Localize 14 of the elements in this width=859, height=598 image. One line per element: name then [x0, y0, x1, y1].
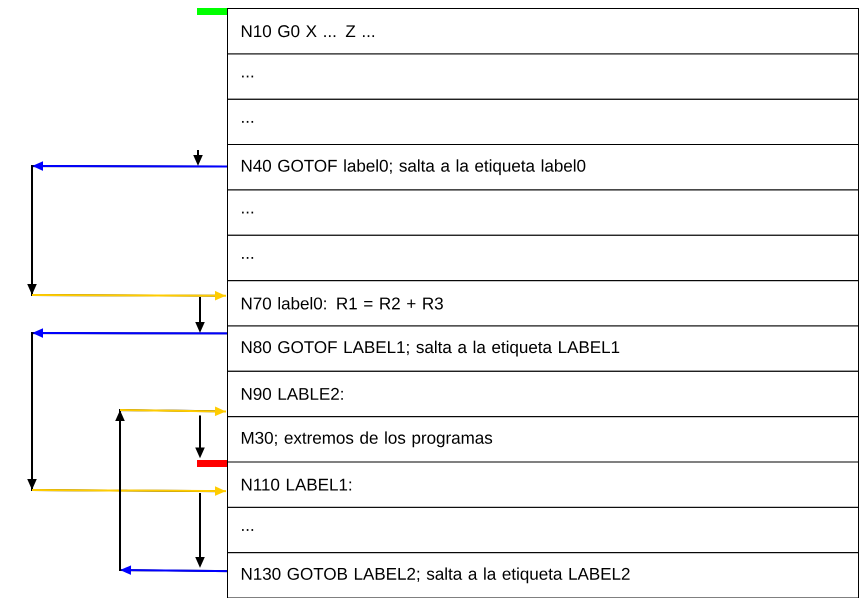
table-row: N70 label0: R1 = R2 + R3 [227, 280, 859, 326]
table-row: ... [227, 234, 859, 282]
table-row: N90 LABLE2: [227, 370, 859, 418]
table-row: ... [227, 506, 859, 554]
table-row: ... [227, 189, 859, 236]
table-row: N10 G0 X ... Z ... [227, 8, 859, 54]
table-row: ... [227, 53, 859, 100]
table-row: ... [227, 98, 859, 146]
table-row: M30; extremos de los programas [227, 416, 859, 462]
table-row: N80 GOTOF LABEL1; salta a la etiqueta LABEL1 [227, 325, 859, 372]
table-row: N130 GOTOB LABEL2; salta a la etiqueta LABEL2 [227, 552, 859, 598]
flow-arrow [115, 406, 228, 575]
table-row: N40 GOTOF label0; salta a la etiqueta label0 [227, 144, 859, 190]
table-row: N110 LABEL1: [227, 461, 859, 508]
